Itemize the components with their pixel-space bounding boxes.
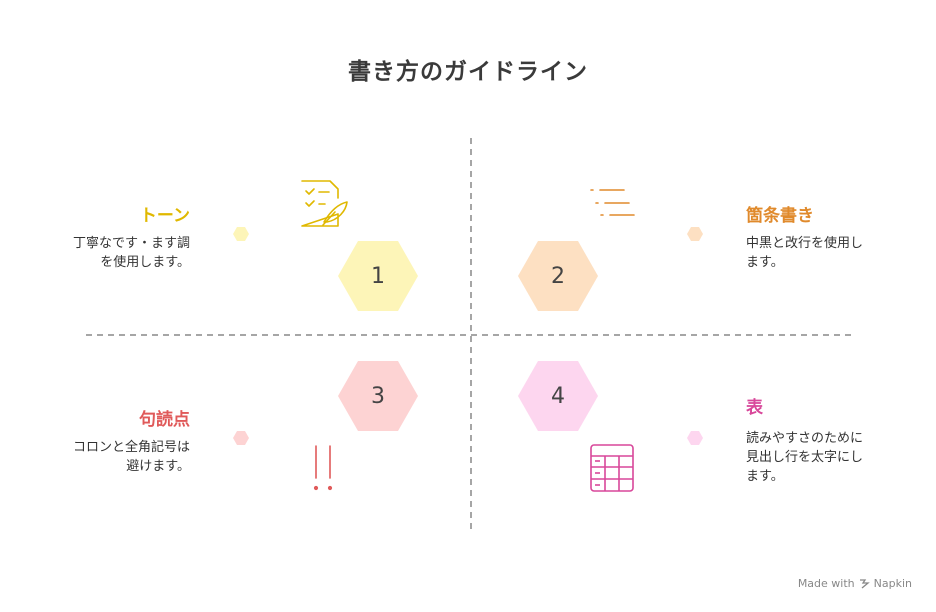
section-2-description-line: ます。 <box>746 255 784 270</box>
table-icon <box>590 444 634 492</box>
napkin-logo-icon <box>859 579 870 589</box>
bullet-list-icon <box>590 189 635 216</box>
hexagon-2-number: 2 <box>551 264 565 289</box>
napkin-footer[interactable]: Made with Napkin <box>798 577 912 590</box>
hexagon-3 <box>338 361 418 431</box>
exclamation-icon <box>313 445 333 491</box>
dot-4 <box>687 431 703 445</box>
section-4-description-line: 見出し行を太字にし <box>746 450 864 465</box>
clipboard-feather-icon <box>301 180 348 227</box>
hexagon-4-number: 4 <box>551 384 565 409</box>
section-3-description: コロンと全角記号は 避けます。 <box>73 438 190 476</box>
section-2-description: 中黒と改行を使用し ます。 <box>746 234 863 272</box>
dot-1 <box>233 227 249 241</box>
hexagon-3-number: 3 <box>371 384 385 409</box>
section-4-description-line: 読みやすさのために <box>746 431 864 446</box>
hexagon-1 <box>338 241 418 311</box>
section-4-heading: 表 <box>746 398 763 418</box>
section-1-heading: トーン <box>139 206 190 226</box>
napkin-brand-label: Napkin <box>873 577 912 590</box>
section-3-description-line: 避けます。 <box>126 459 190 474</box>
made-with-label: Made with <box>797 577 855 590</box>
section-4-description-line: ます。 <box>746 469 784 484</box>
section-2-description-line: 中黒と改行を使用し <box>746 236 864 251</box>
dot-2 <box>687 227 703 241</box>
section-2-heading: 箇条書き <box>746 206 814 226</box>
section-3-heading: 句読点 <box>139 410 190 430</box>
section-3-description-line: コロンと全角記号は <box>72 440 190 455</box>
hexagon-2 <box>518 241 598 311</box>
section-1-description-line: を使用します。 <box>100 255 190 270</box>
hexagon-4 <box>518 361 598 431</box>
page-title: 書き方のガイドライン <box>348 59 588 85</box>
section-1-description: 丁寧なです・ます調 を使用します。 <box>73 234 190 272</box>
section-1-description-line: 丁寧なです・ます調 <box>72 236 190 251</box>
hexagon-1-number: 1 <box>371 264 385 289</box>
section-4-description: 読みやすさのために 見出し行を太字にし ます。 <box>746 429 863 486</box>
dot-3 <box>233 431 249 445</box>
